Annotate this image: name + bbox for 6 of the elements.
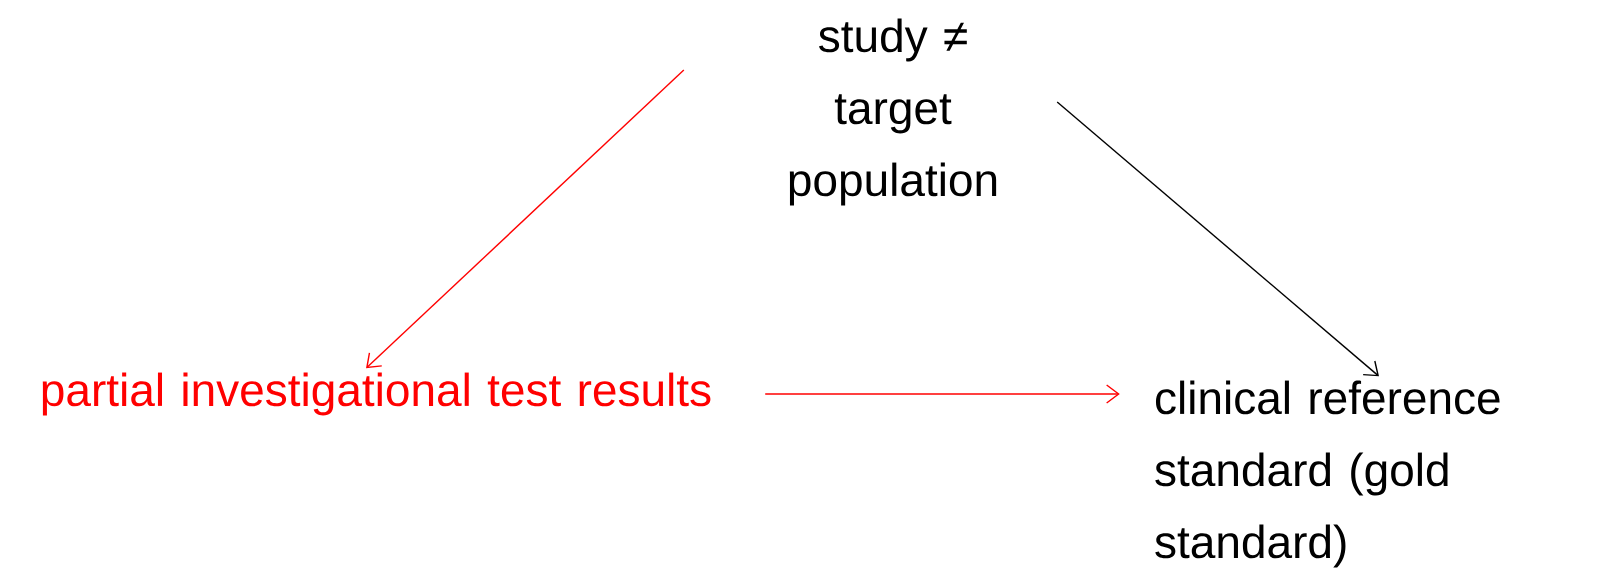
node-label: clinical reference standard (gold standard) xyxy=(1155,380,1500,568)
arrow xyxy=(366,69,685,369)
arrow xyxy=(1056,101,1379,377)
node-label: partial investigational test results xyxy=(42,372,711,416)
arrow xyxy=(764,384,1120,404)
node-label: study ≠ target population xyxy=(789,18,997,206)
